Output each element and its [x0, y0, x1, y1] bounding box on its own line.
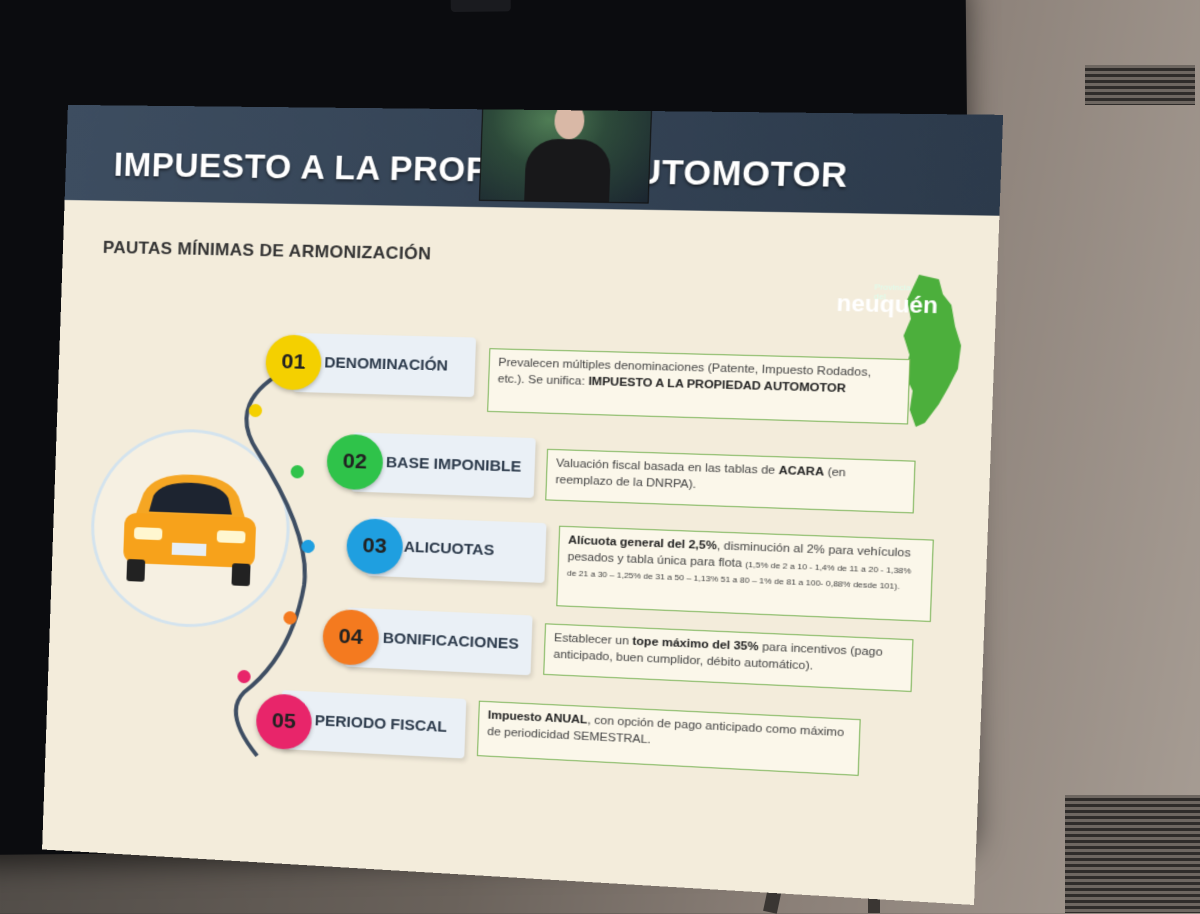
- connector-dot-pink: [237, 670, 251, 684]
- connector-dot-yellow: [249, 404, 263, 418]
- step-05-description: Impuesto ANUAL, con opción de pago antic…: [477, 701, 861, 776]
- wall-vent-top: [1085, 65, 1195, 105]
- logo-name: neuquén: [836, 290, 938, 320]
- connector-dot-green: [290, 465, 304, 479]
- connector-dot-orange: [283, 611, 297, 625]
- step-03-label: ALICUOTAS: [403, 538, 494, 559]
- presenter-body: [524, 139, 611, 202]
- presenter-head: [554, 105, 585, 139]
- webcam-video[interactable]: [479, 105, 653, 204]
- car-circle: [88, 426, 293, 631]
- car-icon: [91, 429, 290, 628]
- step-02-description: Valuación fiscal basada en las tablas de…: [545, 449, 915, 514]
- camera-bar: [451, 0, 511, 12]
- slide-screen: IMPUESTO A LA PROPIEDAD AUTOMOTOR Provin…: [42, 105, 1003, 905]
- step-03-description: Alícuota general del 2,5%, disminución a…: [556, 526, 934, 622]
- step-01-label: DENOMINACIÓN: [324, 354, 448, 375]
- slide-subtitle: PAUTAS MÍNIMAS DE ARMONIZACIÓN: [103, 238, 432, 265]
- connector-dot-blue: [301, 540, 315, 554]
- wall-vent-bottom: [1065, 795, 1200, 913]
- step-01-description: Prevalecen múltiples denominaciones (Pat…: [487, 348, 910, 424]
- step-04-description: Establecer un tope máximo del 35% para i…: [543, 623, 913, 692]
